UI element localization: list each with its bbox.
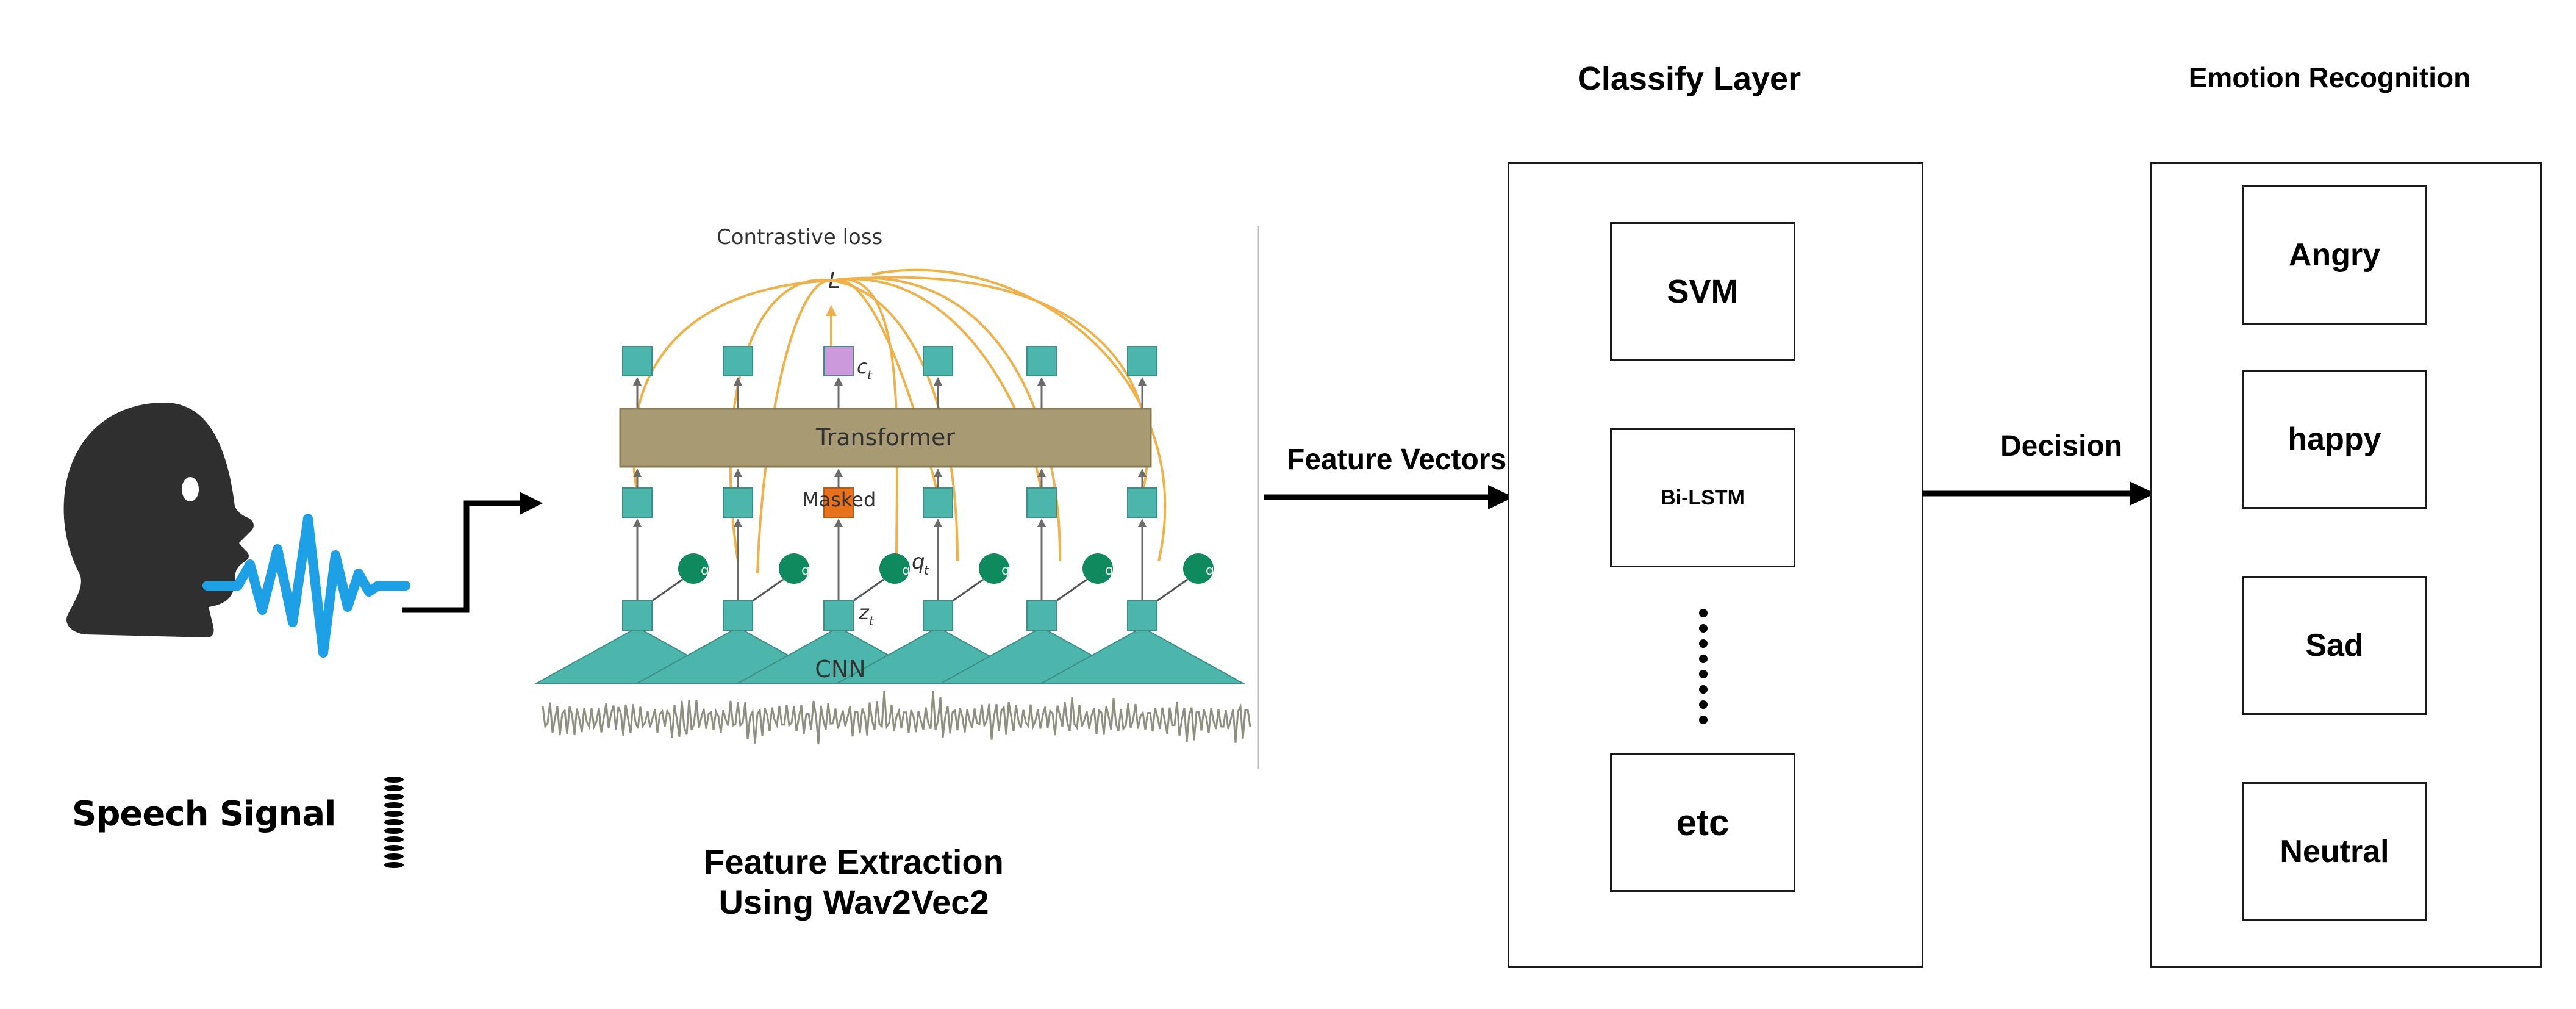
classifier-bi-lstm: Bi-LSTM — [1610, 428, 1795, 567]
feature-extraction-caption-line2: Using Wav2Vec2 — [718, 883, 989, 921]
latent-z-box — [723, 600, 753, 631]
latent-z-box — [1127, 600, 1157, 631]
classifier-etc: etc — [1610, 753, 1795, 892]
arrow-head — [734, 519, 742, 527]
context-symbol: c — [857, 355, 868, 378]
output-vector-box — [923, 346, 953, 376]
contrastive-curve-2 — [756, 279, 833, 574]
latent-to-q-arrow — [750, 578, 784, 604]
classify-layer-title: Classify Layer — [1577, 60, 1801, 97]
feature-vectors-arrow — [1264, 485, 1514, 509]
input-vector-box — [723, 487, 753, 518]
quantizer-label: q — [1001, 563, 1010, 578]
transformer-block — [619, 408, 1152, 468]
context-vector-box — [823, 346, 854, 376]
emotion-angry: Angry — [2242, 185, 2427, 325]
quantizer-label: q — [701, 563, 709, 578]
contrastive-loss-label: Contrastive loss — [717, 225, 882, 250]
arrow-head — [934, 469, 942, 477]
arrow-head — [834, 519, 843, 527]
quantizer-label: q — [1206, 563, 1214, 578]
more-classifiers-dots-icon — [1699, 609, 1708, 724]
emotion-sad: Sad — [2242, 576, 2427, 715]
speaker-head-icon — [63, 403, 254, 637]
cnn-receptive-field — [1039, 630, 1245, 684]
feature-extraction-caption: Feature Extraction Using Wav2Vec2 — [653, 842, 1055, 922]
context-vectors-row — [622, 346, 1157, 409]
latent-z-box — [923, 600, 953, 631]
output-vector-box — [1026, 346, 1057, 376]
quantizer-label: q — [902, 563, 911, 578]
arrow-head — [1037, 519, 1046, 527]
output-vector-box — [723, 346, 753, 376]
speech-waveform-icon — [202, 514, 410, 658]
quantizer-label: q — [1105, 563, 1114, 578]
zt-subscript: t — [869, 614, 875, 628]
arrow-head — [934, 377, 942, 386]
emotion-neutral: Neutral — [2242, 782, 2427, 921]
latent-z-box — [622, 600, 653, 631]
quantizer-circle — [678, 553, 709, 584]
cnn-encoder — [534, 600, 1245, 684]
quantizer-label: q — [801, 563, 810, 578]
latent-z-box — [823, 600, 854, 631]
arrow-head — [633, 377, 642, 386]
input-vector-box — [1026, 487, 1057, 518]
output-vector-box — [1127, 346, 1157, 376]
input-vector-box — [923, 487, 953, 518]
wav2vec2-architecture-figure: Contrastive loss L c t Transformer Maske… — [534, 225, 1259, 769]
arrow-head — [1037, 469, 1046, 477]
arrow-head — [834, 377, 843, 386]
quantizer-circle — [1183, 553, 1214, 584]
decision-label: Decision — [2000, 430, 2123, 462]
qt-subscript: t — [924, 563, 929, 578]
contrastive-curve-8 — [832, 278, 899, 562]
latent-z-box — [1026, 600, 1057, 631]
feature-extraction-caption-line1: Feature Extraction — [704, 842, 1004, 881]
arrow-head — [1138, 469, 1147, 477]
latent-to-q-arrow — [850, 578, 884, 604]
classifier-svm: SVM — [1610, 222, 1795, 361]
quantizer-circle — [979, 553, 1009, 584]
input-vector-box — [1127, 487, 1157, 518]
latent-to-q-arrow — [1053, 578, 1087, 604]
arrow-head — [1037, 377, 1046, 386]
quantizer-circle — [779, 553, 809, 584]
zt-symbol: z — [858, 601, 870, 624]
emotion-recognition-title: Emotion Recognition — [2188, 62, 2471, 93]
context-subscript: t — [867, 368, 873, 382]
quantizer-circle — [1082, 553, 1113, 584]
latent-to-q-arrow — [950, 578, 984, 604]
arrow-head — [734, 377, 742, 386]
qt-symbol: q — [912, 550, 925, 574]
contrastive-curve-9 — [871, 268, 1167, 562]
masked-input-row — [622, 469, 1157, 601]
raw-audio-waveform — [542, 691, 1251, 745]
quantizer-circle — [879, 553, 910, 584]
latent-to-q-arrow — [649, 578, 683, 604]
arrow-head — [633, 519, 642, 527]
arrow-head — [734, 469, 742, 477]
arrow-head — [633, 469, 642, 477]
feature-vectors-label: Feature Vectors — [1287, 443, 1507, 476]
output-vector-box — [622, 346, 653, 376]
masked-token-box — [823, 487, 854, 518]
arrow-head — [834, 469, 843, 477]
speech-signal-label: Speech Signal — [72, 794, 336, 834]
emotion-happy: happy — [2242, 370, 2427, 509]
arrow-head — [1138, 519, 1147, 527]
decision-arrow — [1922, 481, 2155, 506]
arrow-head — [934, 519, 942, 527]
cnn-label: CNN — [815, 656, 865, 683]
arrow-head — [1138, 377, 1147, 386]
masked-label: Masked — [802, 488, 876, 511]
vertical-dots-icon — [384, 777, 404, 868]
input-vector-box — [622, 487, 653, 518]
speech-to-feature-arrow — [402, 492, 543, 613]
latent-to-q-arrow — [1154, 578, 1188, 604]
transformer-label: Transformer — [815, 424, 955, 451]
